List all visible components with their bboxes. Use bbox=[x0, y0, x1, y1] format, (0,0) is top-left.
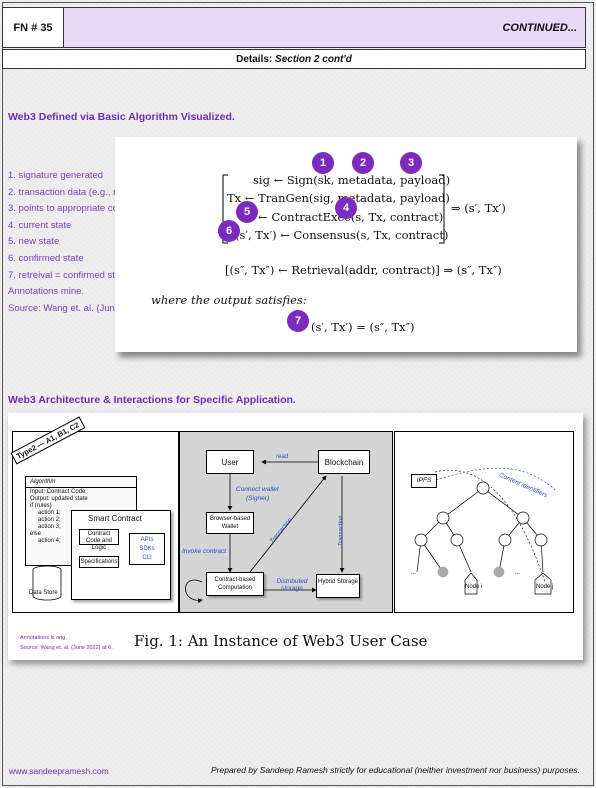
bracket-lines bbox=[222, 174, 445, 244]
badge-2: 2 bbox=[352, 152, 374, 174]
ellipsis-2: ... bbox=[515, 570, 521, 576]
annotation-item: 5. new state bbox=[8, 236, 60, 248]
left-panel: Type2 — A1, B1, C2 Algorithm Input: Cont… bbox=[10, 416, 179, 613]
annotation-item: 2. transaction data (e.g., receiver, non… bbox=[8, 186, 181, 198]
annotation-list: 1. signature generated 2. transaction da… bbox=[8, 168, 181, 317]
specifications-box: Specifications bbox=[79, 556, 119, 568]
eqn-trangen: Tx ← TranGen(sig, metadata, payload) bbox=[227, 191, 450, 205]
annotation-item: 7. retreival = confirmed state bbox=[8, 269, 129, 281]
badge-6: 6 bbox=[218, 220, 240, 242]
node-j-label: Node j bbox=[536, 584, 554, 590]
annotation-item: 4. current state bbox=[8, 219, 72, 231]
type-tag: Type2 — A1, B1, C2 bbox=[10, 416, 86, 465]
badge-5: 5 bbox=[236, 201, 258, 223]
data-store-label: Data Store bbox=[29, 590, 58, 596]
algo-line: action 3; bbox=[38, 524, 61, 530]
page-header: FN # 35 CONTINUED... bbox=[2, 7, 586, 48]
footer-note: Prepared by Sandeep Ramesh strictly for … bbox=[211, 765, 580, 775]
signer-label: (Signer) bbox=[246, 495, 270, 502]
connect-wallet-label: Connect wallet bbox=[236, 486, 279, 493]
badge-1: 1 bbox=[312, 152, 334, 174]
smart-contract-box: Smart Contract Contract Code and Logic S… bbox=[71, 510, 171, 600]
browser-wallet-box: Browser-based Wallet bbox=[206, 512, 254, 534]
badge-3: 3 bbox=[400, 152, 422, 174]
annotation-source: Source: Wang et. al. (June 2022) at 6. bbox=[8, 302, 169, 314]
algorithm-title: Algorithm bbox=[26, 477, 136, 488]
details-bar: Details: Section 2 cont'd bbox=[2, 49, 586, 69]
transaction-label-2: Transaction bbox=[338, 515, 345, 547]
algorithm-card: sig ← Sign(sk, metadata, payload) Tx ← T… bbox=[115, 137, 577, 352]
eqn-retrieval: [(s″, Tx″) ← Retrieval(addr, contract)] … bbox=[225, 263, 502, 277]
algo-line: Input: Contract Code bbox=[30, 489, 86, 495]
middle-arrows bbox=[185, 459, 345, 604]
figure-caption: Fig. 1: An Instance of Web3 User Case bbox=[134, 632, 428, 650]
invoke-contract-label: Invoke contract bbox=[182, 548, 227, 555]
smart-contract-label: Smart Contract bbox=[88, 514, 142, 523]
blockchain-box: Blockchain bbox=[318, 450, 370, 474]
eqn-where: where the output satisfies: bbox=[151, 293, 307, 307]
ipfs-tree bbox=[414, 467, 556, 595]
continued-label: CONTINUED... bbox=[64, 7, 586, 48]
eqn-consensus: (s′, Tx′) ← Consensus(s, Tx, contract) bbox=[235, 228, 449, 242]
fn-label: FN # 35 bbox=[2, 7, 64, 48]
algo-line: if (rules) bbox=[30, 503, 52, 509]
algo-line: Output: updated state bbox=[30, 496, 88, 502]
annotation-note: Annotations mine. bbox=[8, 286, 85, 298]
footer-website[interactable]: www.sandeepramesh.com bbox=[9, 766, 109, 776]
api-box: APIs SDKs CLI bbox=[129, 533, 165, 565]
figure-card: Type2 — A1, B1, C2 Algorithm Input: Cont… bbox=[8, 413, 583, 660]
eqn-result1: ⇒ (s′, Tx′) bbox=[451, 201, 506, 215]
badge-7: 7 bbox=[287, 310, 309, 332]
distributed-storage-label: Distributed storage bbox=[276, 578, 308, 592]
ellipsis-1: ... bbox=[411, 570, 417, 576]
hybrid-storage-box: Hybrid Storage bbox=[316, 574, 360, 598]
user-box: User bbox=[206, 450, 254, 474]
badge-4: 4 bbox=[335, 197, 357, 219]
annotation-item: 6. confirmed state bbox=[8, 252, 84, 264]
ipfs-box: IPFS bbox=[411, 474, 437, 488]
section1-title: Web3 Defined via Basic Algorithm Visuali… bbox=[8, 111, 235, 123]
read-label: read bbox=[276, 454, 289, 460]
annotation-item: 3. points to appropriate contract bbox=[8, 203, 142, 215]
data-store-icon bbox=[32, 565, 62, 601]
figure-annotation-2: Source: Wang et. al. (June 2022) at 6. bbox=[20, 645, 113, 651]
annotation-item: 1. signature generated bbox=[8, 170, 104, 181]
sdks-label: SDKs bbox=[139, 546, 155, 552]
contract-code-box: Contract Code and Logic bbox=[79, 529, 119, 551]
algo-line: else bbox=[30, 531, 42, 537]
details-prefix: Details: bbox=[236, 53, 273, 65]
node-i-label: Node i bbox=[465, 584, 483, 590]
contract-computation-box: Contract-based Computation bbox=[206, 572, 264, 596]
figure-annotation-1: Annotations is orig. bbox=[20, 635, 67, 641]
apis-label: APIs bbox=[140, 537, 154, 543]
right-panel: IPFS Content identifiers ... ... Node i … bbox=[394, 431, 574, 613]
algo-line: action 1; bbox=[38, 510, 61, 516]
algo-line: action 2; bbox=[38, 517, 61, 523]
eqn-equality: (s′, Tx′) = (s″, Tx″) bbox=[311, 320, 415, 334]
algo-line: action 4; bbox=[38, 538, 61, 544]
algorithm-body: Input: Contract Code Output: updated sta… bbox=[26, 488, 136, 546]
middle-panel: User Blockchain read Connect wallet (Sig… bbox=[179, 431, 393, 613]
details-section: Section 2 cont'd bbox=[275, 53, 352, 65]
section2-title: Web3 Architecture & Interactions for Spe… bbox=[8, 394, 296, 406]
cli-label: CLI bbox=[142, 555, 152, 561]
eqn-sign: sig ← Sign(sk, metadata, payload) bbox=[253, 173, 451, 187]
